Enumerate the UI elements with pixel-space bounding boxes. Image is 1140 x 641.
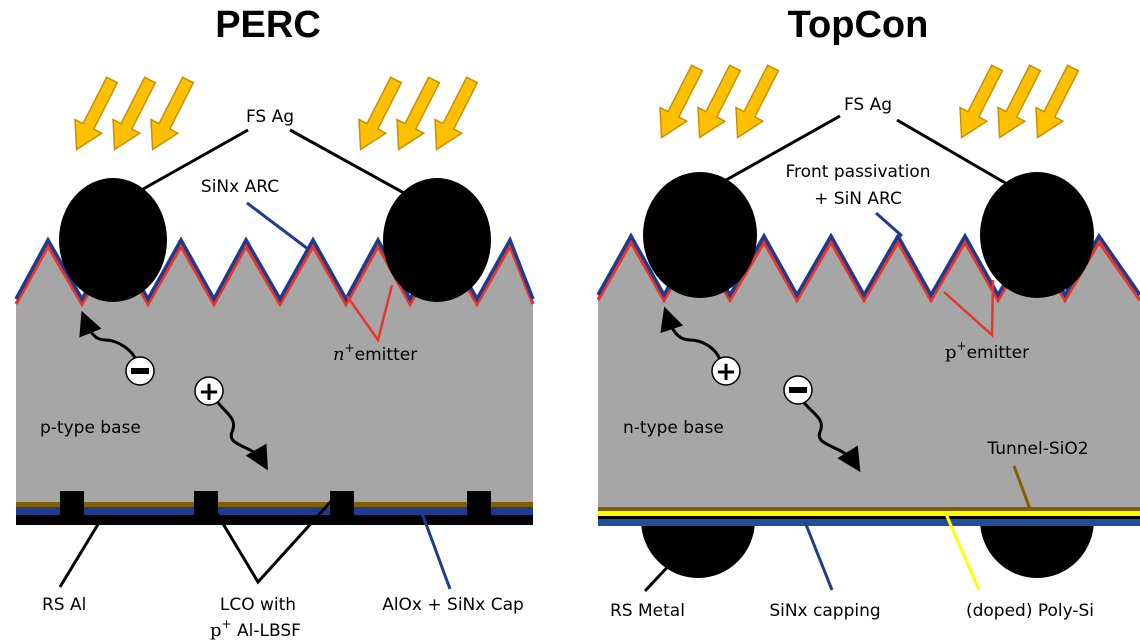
svg-text:+: +: [715, 357, 737, 387]
sun-arrow-icon: [434, 76, 479, 151]
sun-arrow-icon: [997, 64, 1042, 139]
topcon-front-passivation-label-line1: Front passivation: [785, 162, 930, 182]
svg-text:+: +: [198, 377, 220, 407]
perc-lco-label-line1: LCO with: [220, 595, 296, 615]
topcon-polysi-layer: [598, 511, 1140, 516]
perc-lco-contact: [60, 491, 84, 521]
topcon-emitter-label: p+emitter: [945, 339, 1029, 363]
sun-arrow-icon: [396, 76, 441, 151]
topcon-fs-ag-label: FS Ag: [844, 95, 892, 115]
perc-rear-metal: [16, 515, 533, 525]
perc-base-label: p-type base: [40, 418, 141, 438]
perc-fs-ag-pointer: [135, 128, 249, 195]
topcon-electron-path: [800, 399, 861, 473]
perc-arc-pointer: [246, 201, 309, 251]
sun-arrow-icon: [735, 64, 780, 139]
perc-silicon-body: [16, 240, 533, 502]
topcon-black-layer: [598, 516, 1140, 519]
topcon-tunnel-oxide-layer: [598, 507, 1140, 511]
topcon-emitter-pointer: [943, 279, 995, 338]
perc-panel: PERC FS Ag SiNx ARC: [14, 4, 535, 641]
sun-arrow-icon: [150, 76, 195, 151]
perc-rear-tunnel-layer: [16, 502, 533, 507]
perc-lco-contact: [194, 491, 218, 521]
sun-arrow-icon: [659, 64, 704, 139]
perc-hole-icon: +: [194, 376, 224, 407]
sun-arrow-icon: [112, 76, 157, 151]
topcon-front-contact-right: [980, 172, 1094, 298]
topcon-rs-metal-label: RS Metal: [610, 601, 685, 621]
topcon-rs-metal-pointer: [643, 558, 676, 593]
sun-arrow-icon: [959, 64, 1004, 139]
sun-arrow-icon: [697, 64, 742, 139]
topcon-arc-pointer: [875, 211, 903, 238]
topcon-front-contact-left: [643, 172, 757, 298]
perc-electron-icon: [125, 356, 155, 386]
sun-arrow-icon: [358, 76, 403, 151]
topcon-polysi-label: (doped) Poly-Si: [966, 601, 1094, 621]
perc-fs-ag-pointer: [289, 128, 405, 195]
perc-front-contact-right: [383, 178, 491, 302]
topcon-polysi-pointer: [944, 513, 981, 591]
topcon-sinx-capping-label: SiNx capping: [769, 601, 880, 621]
perc-lco-contact: [330, 491, 354, 521]
perc-emitter-label: n+emitter: [333, 341, 417, 365]
perc-title: PERC: [215, 4, 321, 46]
topcon-electron-icon: [783, 375, 813, 405]
topcon-sinx-capping-layer: [598, 519, 1140, 526]
topcon-fs-ag-pointer: [896, 118, 1008, 186]
perc-arc-label: SiNx ARC: [201, 177, 279, 197]
topcon-fs-ag-pointer: [718, 114, 841, 186]
topcon-hole-path: [660, 306, 722, 361]
topcon-front-passivation-label-line2: + SiN ARC: [814, 189, 902, 209]
perc-hole-path: [214, 399, 268, 471]
perc-emitter-pointer: [345, 284, 394, 343]
sun-arrow-icon: [1035, 64, 1080, 139]
perc-lco-label-line2: p+ Al-LBSF: [210, 617, 301, 641]
topcon-panel: TopCon FS Ag Front passivation: [596, 4, 1140, 621]
perc-front-contact-left: [59, 178, 167, 302]
perc-lco-pointer: [205, 495, 337, 585]
sun-arrow-icon: [74, 76, 119, 151]
topcon-tunnel-label: Tunnel-SiO2: [986, 439, 1088, 459]
perc-alox-label: AlOx + SiNx Cap: [382, 595, 524, 615]
perc-rs-al-pointer: [58, 520, 102, 588]
topcon-silicon-body: [598, 236, 1140, 507]
topcon-sunlight-arrows: [659, 64, 1080, 139]
perc-rear-alox-layer: [16, 507, 533, 515]
topcon-hole-icon: +: [711, 356, 741, 387]
perc-rs-al-label: RS Al: [42, 595, 86, 615]
perc-sunlight-arrows: [74, 76, 479, 151]
topcon-tunnel-pointer: [1012, 465, 1032, 510]
topcon-sinx-capping-pointer: [803, 521, 834, 591]
perc-fs-ag-label: FS Ag: [246, 107, 294, 127]
perc-alox-pointer: [420, 512, 452, 590]
perc-lco-contact: [467, 491, 491, 521]
topcon-title: TopCon: [788, 4, 929, 46]
topcon-base-label: n-type base: [623, 418, 724, 438]
perc-electron-path: [79, 310, 138, 361]
